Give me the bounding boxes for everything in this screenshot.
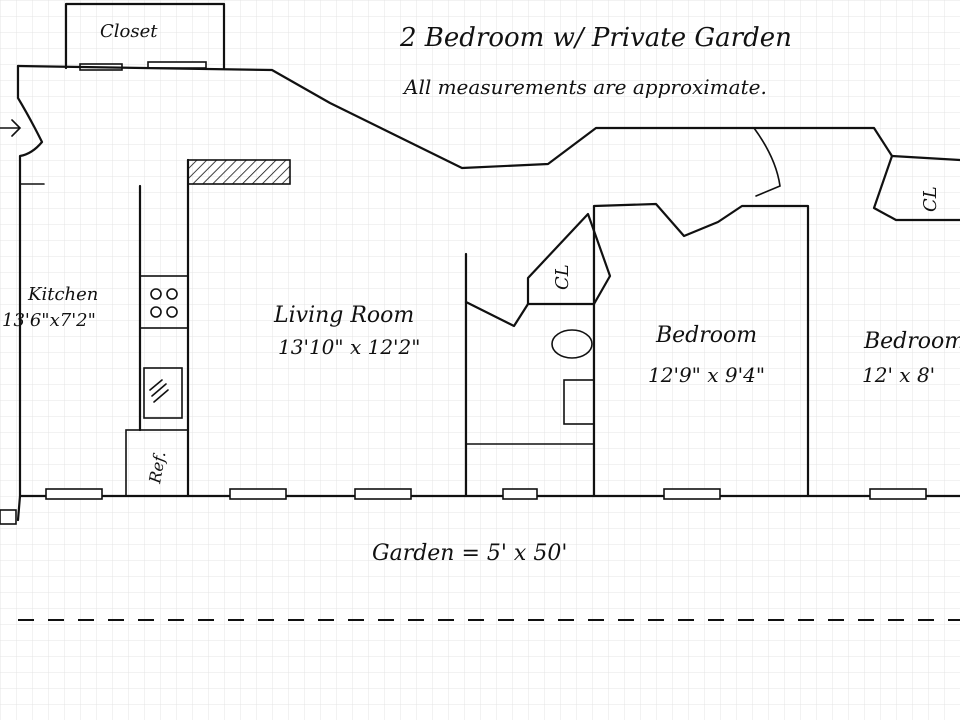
- bedroom-1-size: 12'9" x 9'4": [648, 363, 765, 387]
- sink-icon: [143, 367, 183, 419]
- bedroom-1-walls: [592, 202, 810, 498]
- kitchen-size: 13'6"x7'2": [2, 310, 96, 331]
- entry-arrow-icon: [0, 119, 22, 137]
- garden-label: Garden = 5' x 50': [372, 541, 567, 566]
- bedroom-2-size: 12' x 8': [862, 363, 935, 387]
- corner-closet-label: CL: [920, 186, 941, 212]
- stove-icon: [150, 288, 178, 318]
- bedroom-2-label: Bedroom: [863, 329, 960, 354]
- door-swing: [753, 127, 781, 197]
- toilet-icon: [551, 329, 593, 359]
- living-room-label: Living Room: [273, 303, 414, 328]
- living-room-size: 13'10" x 12'2": [278, 335, 420, 359]
- exterior-wall-top: [16, 64, 894, 170]
- windows: [45, 488, 927, 500]
- kitchen-counter: [125, 158, 190, 498]
- corner-closet: [872, 154, 960, 222]
- refrigerator: [125, 429, 189, 497]
- bath-closet: [526, 212, 612, 306]
- kitchen-label: Kitchen: [27, 284, 98, 305]
- closet-label: Closet: [100, 21, 158, 42]
- plan-title: 2 Bedroom w/ Private Garden: [399, 23, 792, 53]
- hood-hatched: [187, 159, 291, 185]
- bath-closet-label: CL: [552, 264, 573, 290]
- bathroom: [464, 252, 596, 498]
- bedroom-1-label: Bedroom: [655, 323, 757, 348]
- plan-note: All measurements are approximate.: [402, 75, 767, 99]
- exterior-wall-left: [16, 64, 44, 522]
